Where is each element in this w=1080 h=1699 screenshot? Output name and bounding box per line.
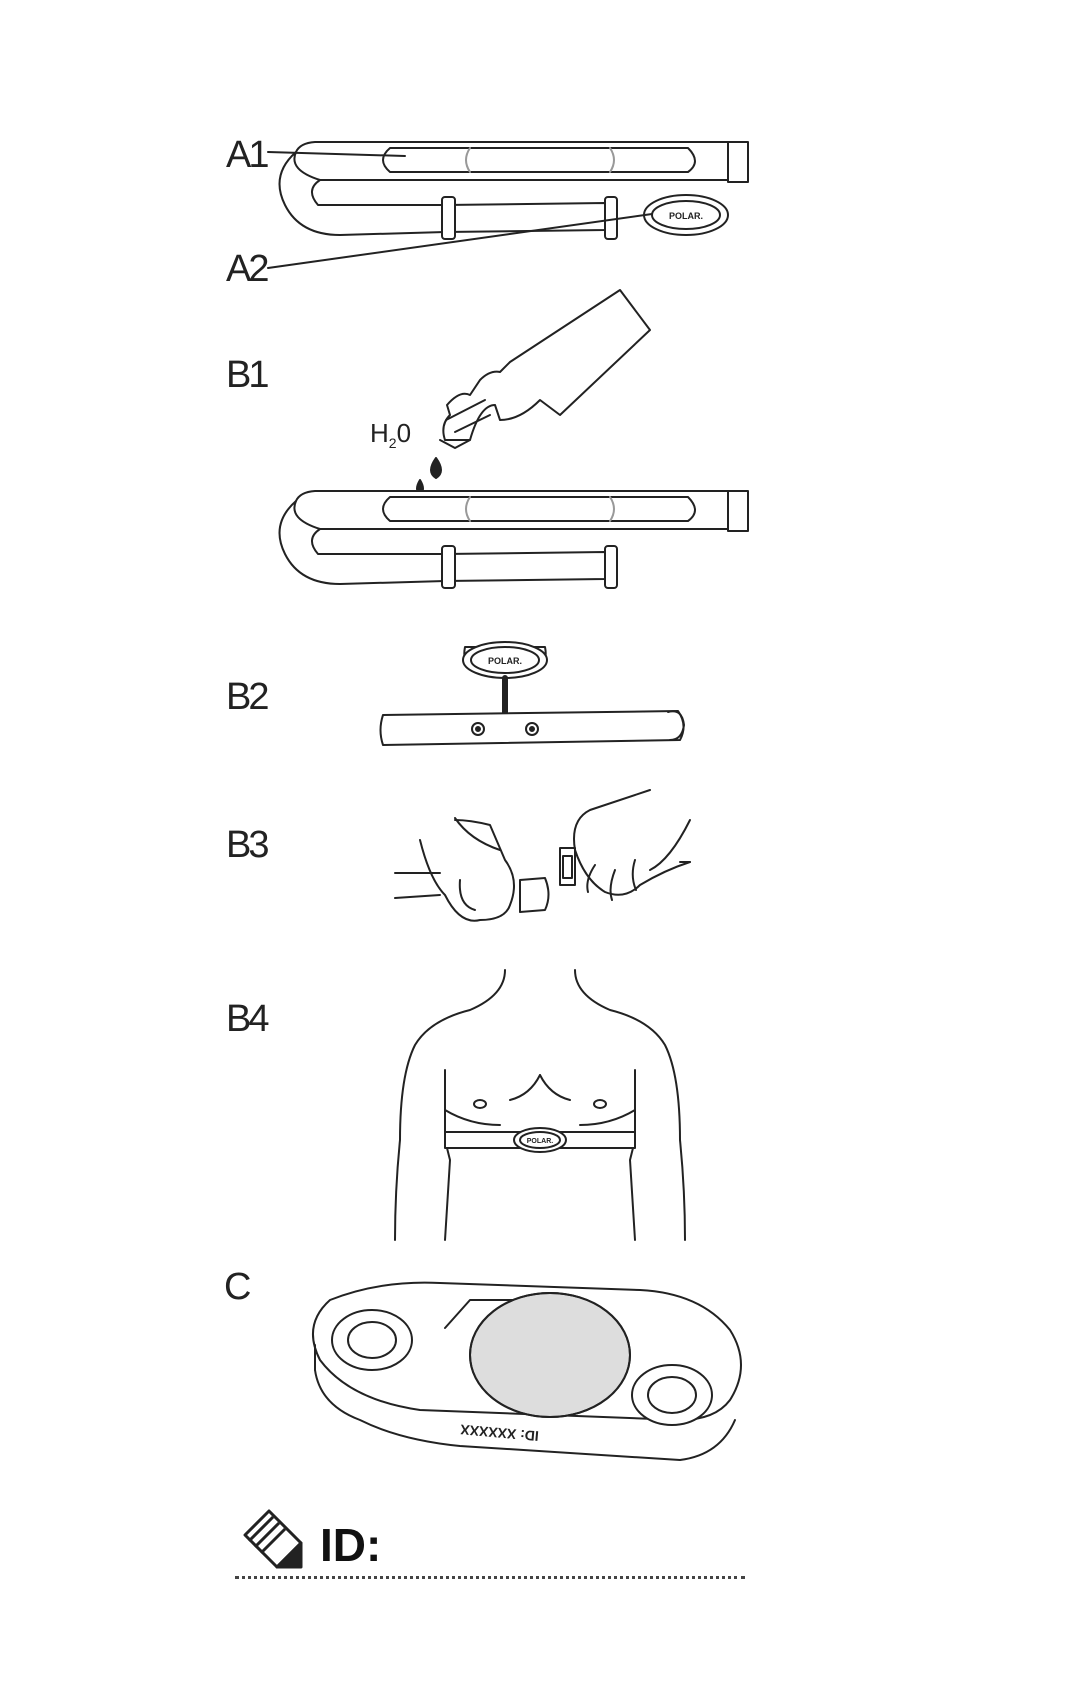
strap-diagram-b1 <box>278 289 749 589</box>
pencil-note-icon <box>243 1509 303 1569</box>
b2-sensor-brand: POLAR. <box>488 656 522 666</box>
label-c: C <box>224 1266 252 1308</box>
label-a2: A2 <box>226 248 270 290</box>
label-a1: A1 <box>226 134 270 176</box>
label-b2: B2 <box>226 676 270 718</box>
strap-diagram-a: POLAR. <box>267 141 749 269</box>
label-b1: B1 <box>226 354 270 396</box>
b4-sensor-brand: POLAR. <box>527 1138 554 1145</box>
id-label: ID: <box>320 1519 382 1571</box>
water-label: H20 <box>370 418 412 452</box>
id-dotted-line <box>235 1576 745 1579</box>
label-b3: B3 <box>226 824 270 866</box>
strap-diagram-b2: POLAR. <box>379 641 685 746</box>
id-field-row: ID: <box>235 1500 755 1590</box>
sensor-diagram-c: ID: XXXXXX <box>312 1281 742 1461</box>
a-sensor-brand: POLAR. <box>669 211 703 221</box>
c-sensor-id: ID: XXXXXX <box>459 1422 539 1445</box>
label-b4: B4 <box>226 998 270 1040</box>
hands-diagram-b3 <box>394 789 691 922</box>
torso-diagram-b4: POLAR. <box>394 969 686 1241</box>
